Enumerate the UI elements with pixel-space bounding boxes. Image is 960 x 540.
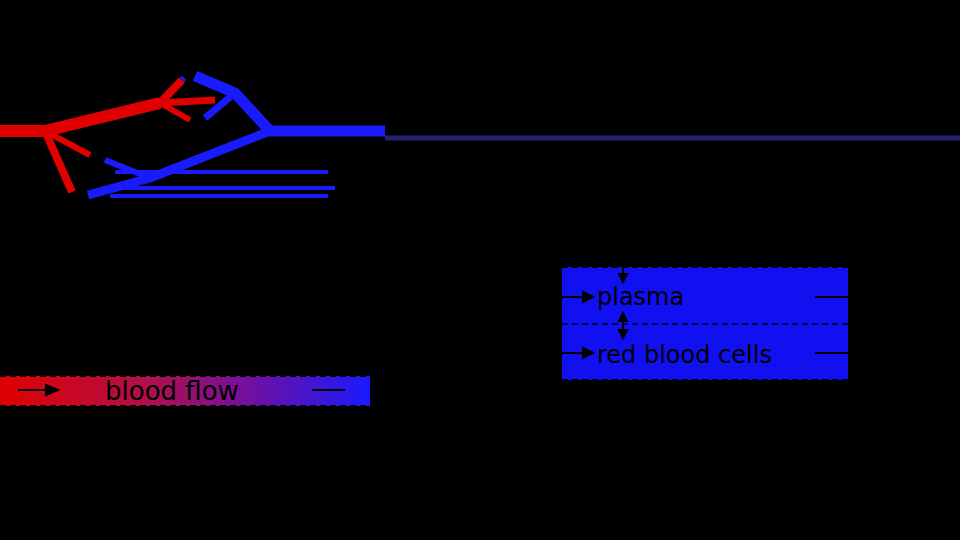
flow-band-label: blood flow [105, 376, 239, 406]
section-divider [562, 323, 848, 325]
node-text: plasma [597, 283, 684, 311]
flow-band [0, 376, 370, 406]
plasma-band: plasma [597, 283, 684, 311]
cell-band: red blood cells [597, 341, 772, 369]
vessel-tree [0, 76, 960, 196]
vessel-section [562, 267, 848, 380]
section-edge [562, 266, 848, 268]
node-text: red blood cells [597, 341, 772, 369]
section-edge [562, 379, 848, 381]
node-text: blood flow [105, 376, 239, 406]
